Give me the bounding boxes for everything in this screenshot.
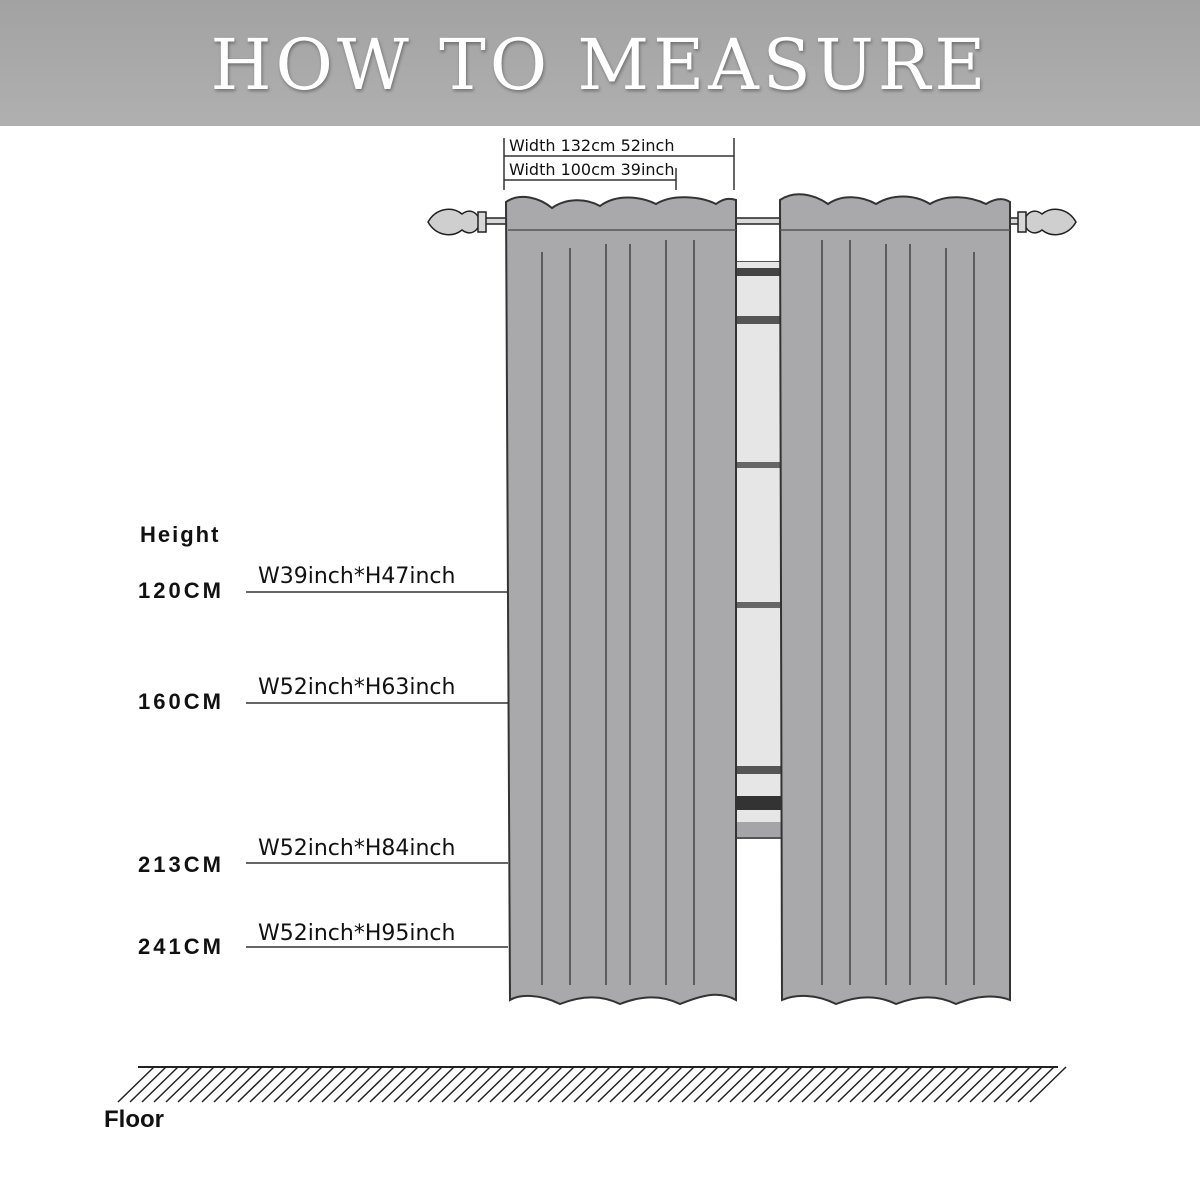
header-banner: HOW TO MEASURE	[0, 0, 1200, 126]
size-label-213: W52inch*H84inch	[258, 836, 456, 861]
height-title: Height	[140, 522, 221, 547]
curtain-panel-left	[504, 195, 737, 1006]
width-brackets	[503, 138, 735, 190]
curtain-panel-right	[778, 193, 1011, 1006]
height-cm-241: 241CM	[138, 934, 224, 959]
height-cm-213: 213CM	[138, 852, 224, 877]
curtain-rod	[427, 208, 1077, 236]
floor-label: Floor	[104, 1106, 164, 1133]
page-title: HOW TO MEASURE	[210, 24, 990, 106]
floor-hatch	[117, 1066, 1067, 1103]
size-label-160: W52inch*H63inch	[258, 675, 456, 700]
height-leader-lines	[246, 591, 508, 948]
height-cm-160: 160CM	[138, 689, 224, 714]
size-label-241: W52inch*H95inch	[258, 921, 456, 946]
height-cm-120: 120CM	[138, 578, 224, 603]
width-label-132cm: Width 132cm 52inch	[509, 136, 675, 155]
size-label-120: W39inch*H47inch	[258, 564, 456, 589]
width-label-100cm: Width 100cm 39inch	[509, 160, 675, 179]
